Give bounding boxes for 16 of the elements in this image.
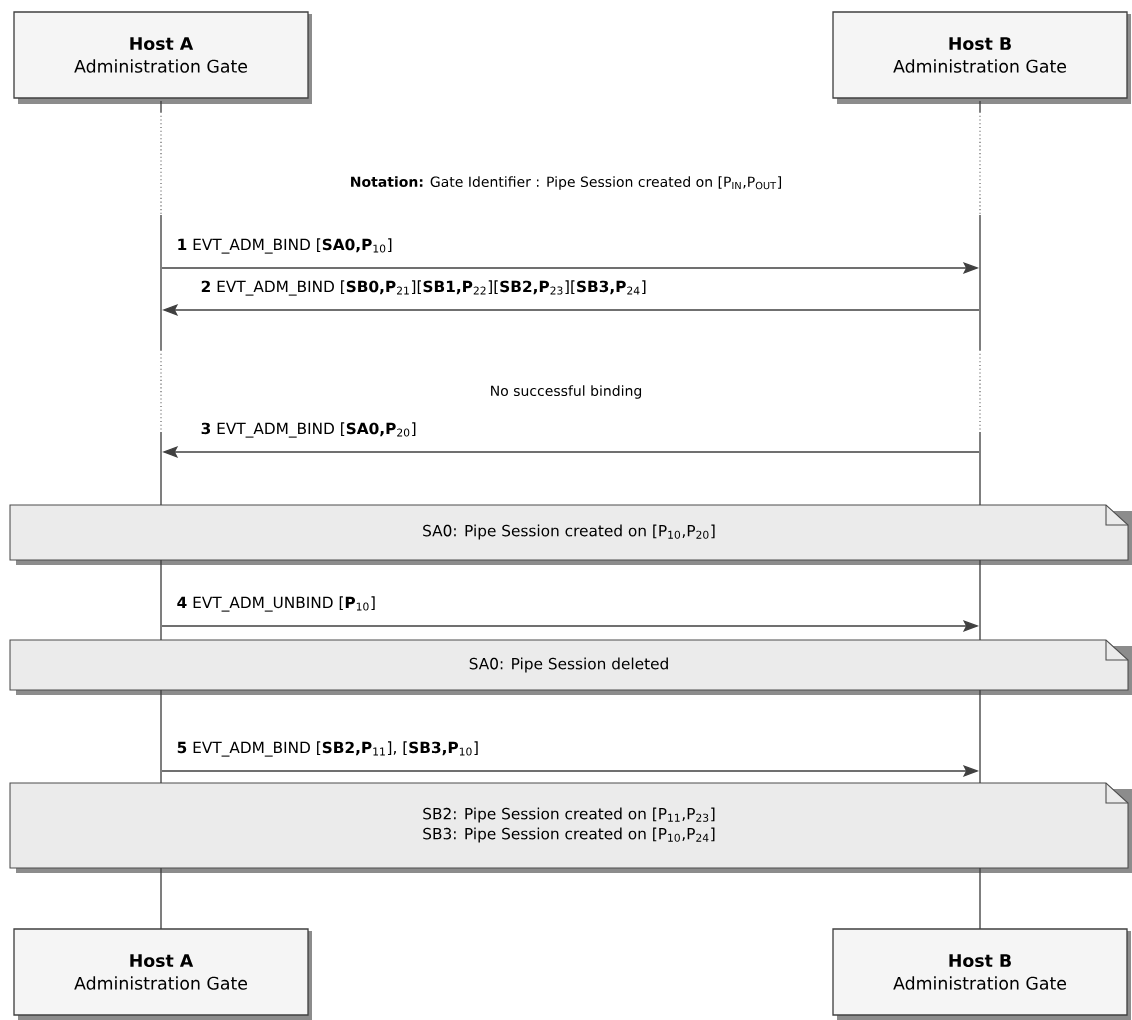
divider-text: No successful binding — [491, 385, 642, 399]
note-box: SA0: Pipe Session created on [P$_{10}$,P$_{20}$] — [9, 504, 1132, 565]
lifeline — [979, 100, 981, 930]
participant-box: Host A Administration Gate — [13, 11, 312, 104]
note-box: SB2: Pipe Session created on [P$_{11}$,P$_{23}$] SB3: Pipe Session created on [P$_{10}$,P$_{24}$] — [9, 782, 1132, 873]
participant-box: Host A Administration Gate — [13, 928, 312, 1020]
note-box: SA0: Pipe Session deleted — [9, 639, 1132, 695]
participant-box: Host B Administration Gate — [832, 928, 1131, 1020]
message-label: 1 EVT_ADM_BIND [SA0,P$_{10}$] — [178, 238, 392, 254]
message-label: 2 EVT_ADM_BIND [SB0,P$_{21}$][SB1,P$_{22}$][SB2,P$_{23}$][SB3,P$_{24}$] — [201, 280, 646, 296]
message-label: 3 EVT_ADM_BIND [SA0,P$_{20}$] — [201, 422, 416, 438]
divider-text: Notation: Gate Identifier : Pipe Session created on [P$_{IN}$,P$_{OUT}$] — [351, 176, 781, 190]
participant-box: Host B Administration Gate — [832, 11, 1131, 104]
message-label: 4 EVT_ADM_UNBIND [P$_{10}$] — [177, 596, 375, 612]
message-label: 5 EVT_ADM_BIND [SB2,P$_{11}$], [SB3,P$_{10}$] — [177, 741, 478, 757]
lifeline — [160, 100, 162, 930]
